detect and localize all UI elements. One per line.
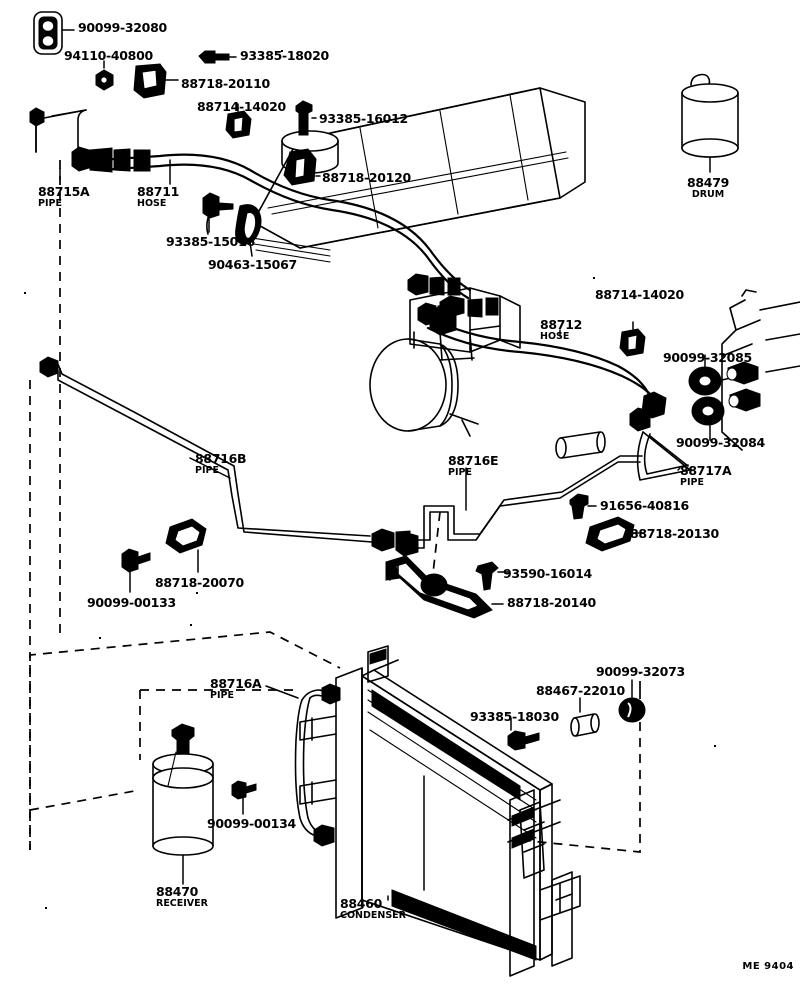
part-label-94110-40800: 94110-40800 <box>64 48 153 63</box>
part-label-90099-32073: 90099-32073 <box>596 664 685 679</box>
part-88467-22010-bushing <box>570 697 600 737</box>
part-88718-20110-clamp <box>133 63 179 99</box>
scan-specks <box>24 50 716 909</box>
part-label-93385-18030: 93385-18030 <box>470 709 559 724</box>
part-88712-hose <box>426 305 667 419</box>
diagram-corner-code: ME 9404 <box>742 961 794 972</box>
part-label-88470-receiver: 88470 RECEIVER <box>156 884 208 909</box>
part-label-90099-00134: 90099-00134 <box>207 816 296 831</box>
pipe-end-fitting <box>395 531 419 557</box>
part-label-88718-20070: 88718-20070 <box>155 575 244 590</box>
part-88470-receiver <box>152 723 214 885</box>
part-label-88718-20130: 88718-20130 <box>630 526 719 541</box>
part-label-88712-hose: 88712 HOSE <box>540 317 582 342</box>
part-label-90463-15067: 90463-15067 <box>208 257 297 272</box>
part-label-88716A-pipe: 88716A PIPE <box>210 676 262 701</box>
part-label-93590-16014: 93590-16014 <box>503 566 592 581</box>
part-88718-20130-clamp <box>585 516 645 552</box>
part-label-93385-18020: 93385-18020 <box>240 48 329 63</box>
part-label-88718-20120: 88718-20120 <box>322 170 411 185</box>
part-88718-20120-clamp <box>283 148 321 186</box>
part-91656-40816-bolt <box>569 493 597 520</box>
part-88716B-pipe <box>29 356 411 850</box>
part-label-88715A-pipe: 88715A PIPE <box>38 184 90 209</box>
section-boundary <box>29 631 641 853</box>
part-93590-16014-screw <box>475 561 509 591</box>
part-label-91656-40816: 91656-40816 <box>600 498 689 513</box>
part-88718-20070-clamp <box>165 518 207 573</box>
part-88479-drum <box>681 73 739 173</box>
part-label-93385-15016: 93385-15016 <box>166 234 255 249</box>
part-93385-18020-bolt <box>198 50 237 64</box>
part-88718-20140-bracket <box>385 555 504 619</box>
part-label-88714-14020-top: 88714-14020 <box>197 99 286 114</box>
part-90099-00134-bolt <box>231 780 257 815</box>
pipe-sleeve <box>555 431 606 459</box>
part-90099-32085-grommet <box>688 354 722 396</box>
part-88714-14020-clip-right <box>619 321 646 357</box>
part-88714-14020-clip-top <box>225 103 252 139</box>
part-label-88716E-pipe: 88716E PIPE <box>448 453 499 478</box>
part-label-88460-condenser: 88460 CONDENSER <box>340 896 406 921</box>
part-label-90099-32080: 90099-32080 <box>78 20 167 35</box>
condenser-mount-hardware <box>519 801 573 967</box>
part-93385-15016-bolt <box>202 192 234 235</box>
part-90099-32084-grommet <box>691 396 725 441</box>
part-90463-15067-clamp <box>235 204 331 263</box>
part-label-88714-14020-right: 88714-14020 <box>595 287 684 302</box>
firewall-bulkhead <box>721 289 800 451</box>
part-94110-40800-nut <box>95 60 114 91</box>
part-label-88479-drum: 88479 DRUM <box>687 175 729 200</box>
part-label-88718-20110: 88718-20110 <box>181 76 270 91</box>
part-90099-32080-grommet <box>33 11 75 55</box>
part-93385-18030-bolt <box>507 717 540 751</box>
part-label-90099-00133: 90099-00133 <box>87 595 176 610</box>
part-label-88467-22010: 88467-22010 <box>536 683 625 698</box>
part-88716E-pipe <box>417 455 643 583</box>
part-88711-hose <box>71 146 472 300</box>
part-label-90099-32084: 90099-32084 <box>676 435 765 450</box>
engine-tank-body <box>252 87 586 249</box>
part-label-88711-hose: 88711 HOSE <box>137 184 179 209</box>
part-88715A-pipe <box>29 107 87 640</box>
part-90099-32073-grommet <box>618 679 646 723</box>
part-label-93385-16012: 93385-16012 <box>319 111 408 126</box>
part-label-90099-32085: 90099-32085 <box>663 350 752 365</box>
compressor-body <box>369 287 521 437</box>
part-label-88718-20140: 88718-20140 <box>507 595 596 610</box>
part-88717A-pipe <box>629 407 691 481</box>
part-label-88717A-pipe: 88717A PIPE <box>680 463 732 488</box>
part-label-88716B-pipe: 88716B PIPE <box>195 451 247 476</box>
part-90099-00133-bolt <box>121 548 151 593</box>
part-88460-condenser <box>299 645 581 977</box>
